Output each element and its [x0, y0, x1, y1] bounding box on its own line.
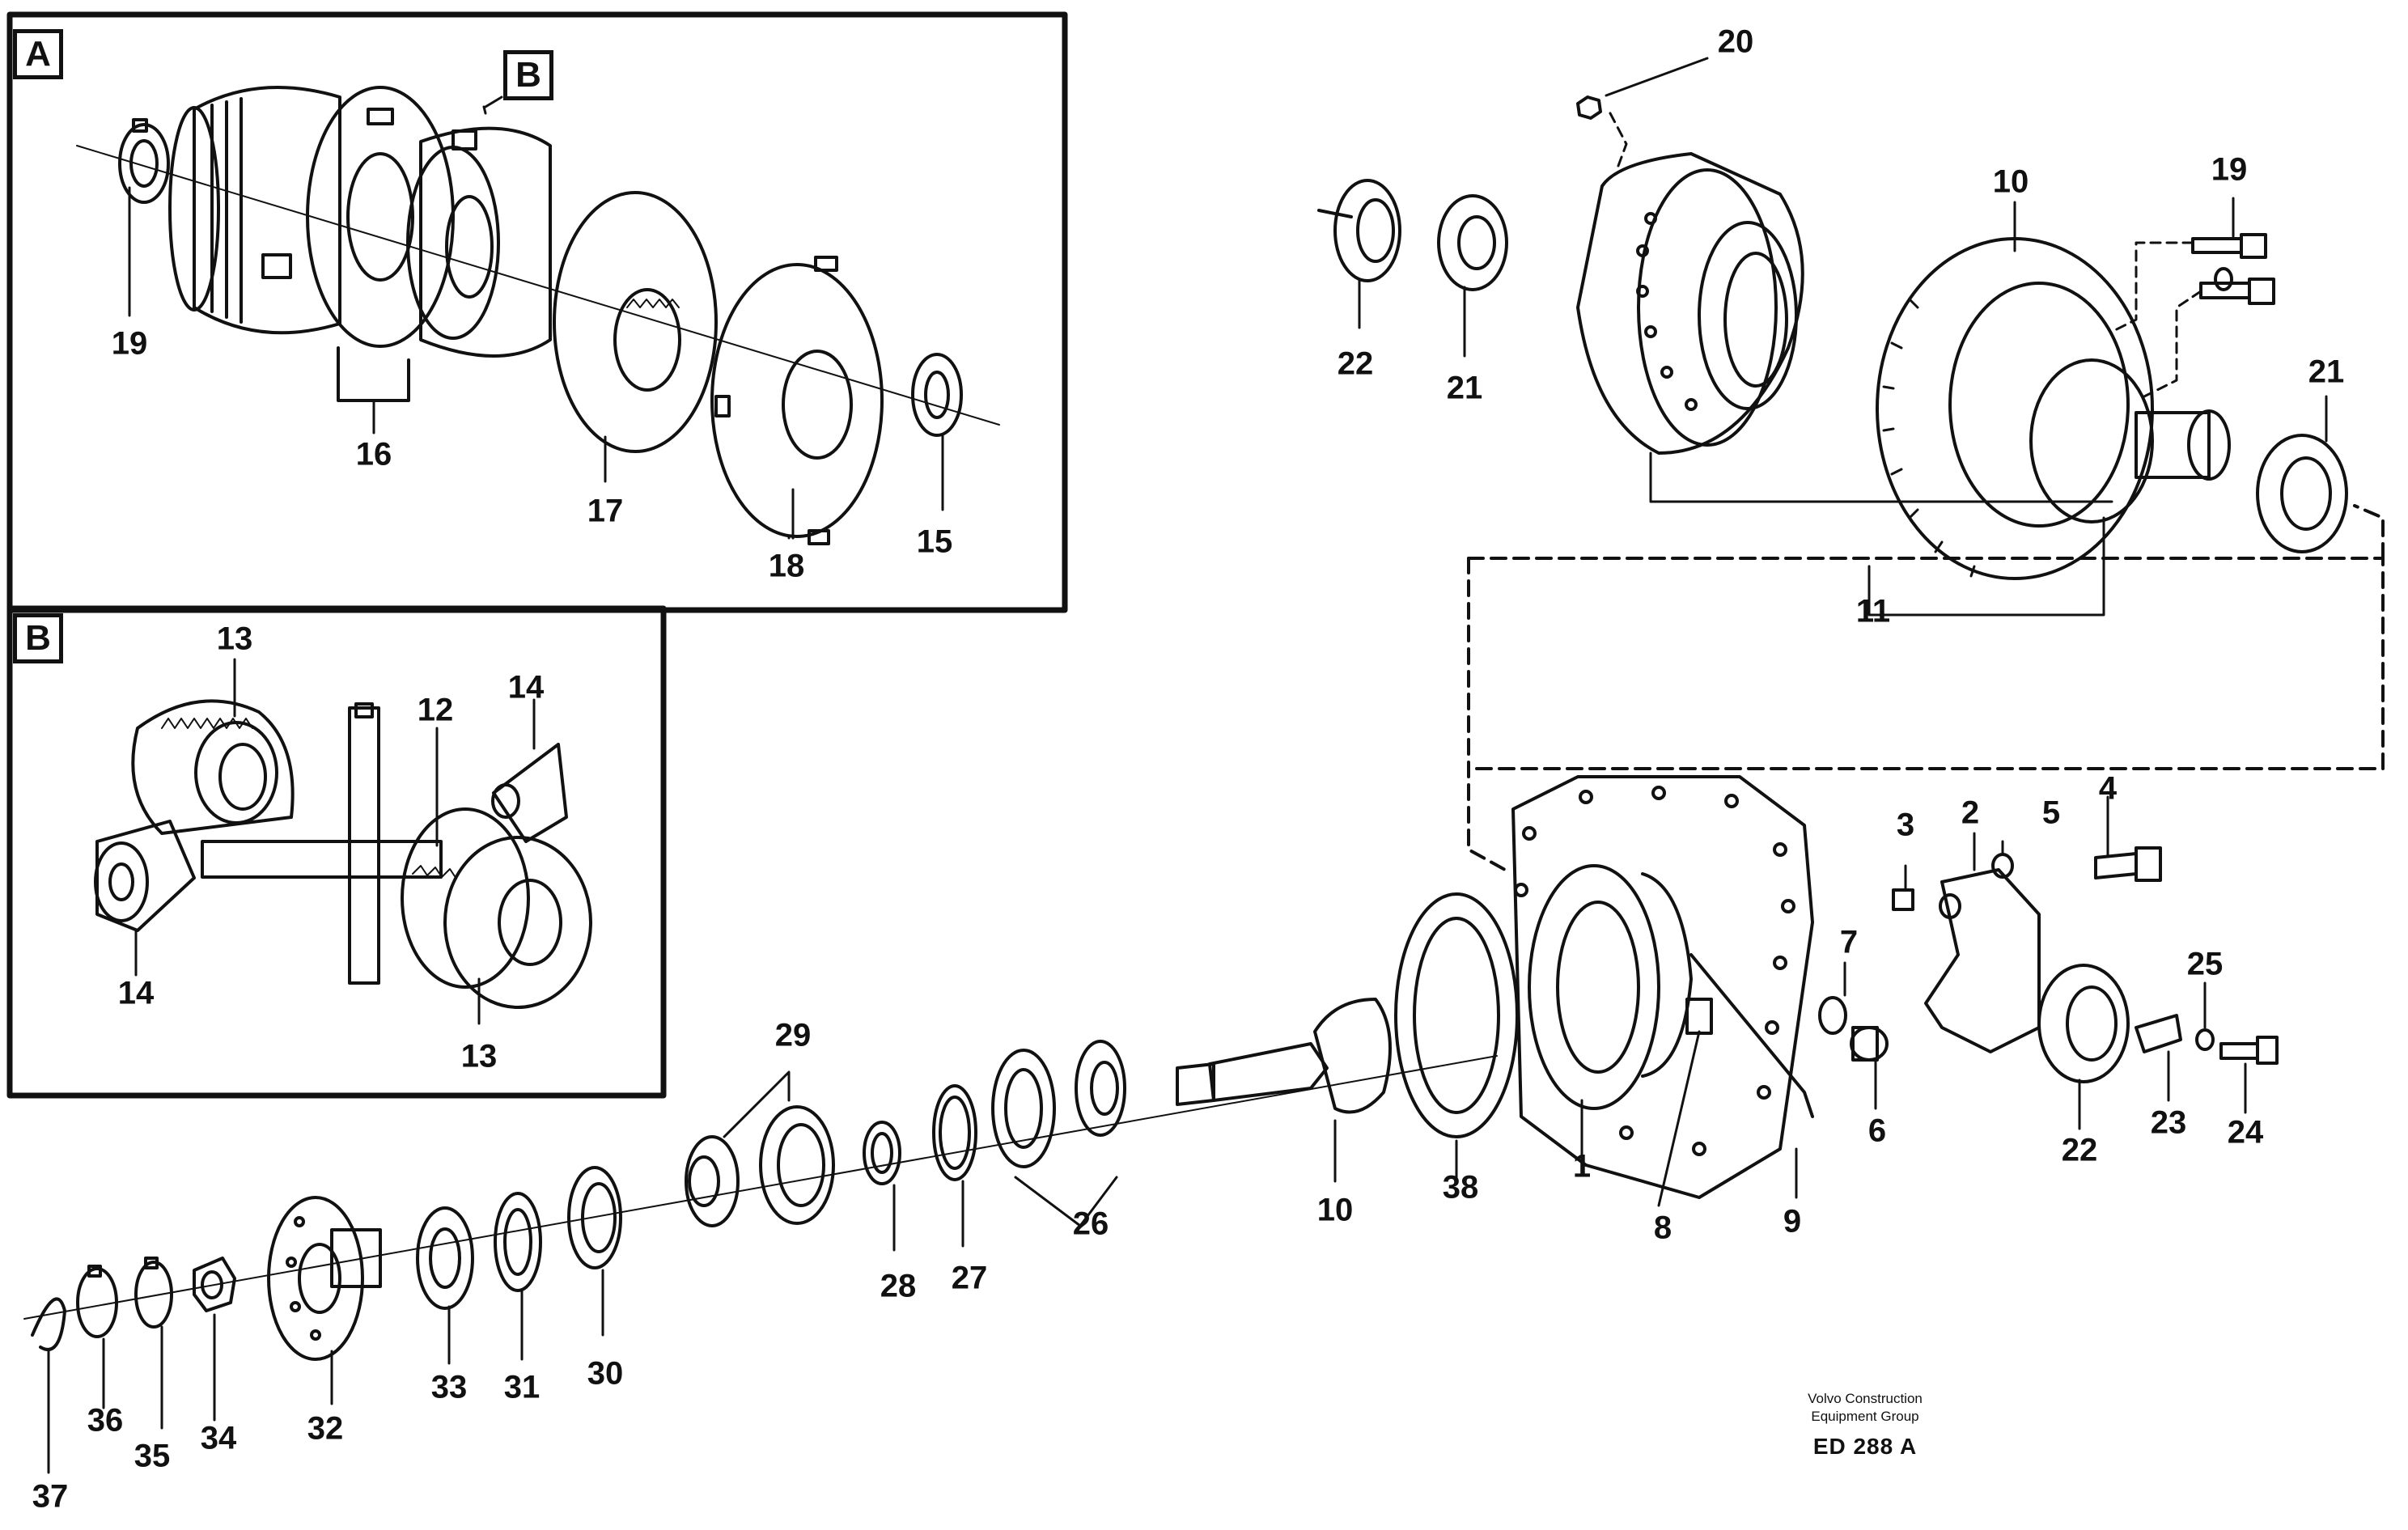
callout-7: 7: [1839, 924, 1859, 960]
callout-1: 1: [1572, 1148, 1592, 1185]
panel-a-frame: [6, 11, 1068, 613]
callout-21-b: 21: [2308, 354, 2345, 390]
panel-b-label: B: [13, 613, 63, 663]
callout-8: 8: [1653, 1210, 1672, 1246]
callout-36: 36: [87, 1402, 124, 1439]
callout-2: 2: [1961, 795, 1980, 831]
callout-31: 31: [503, 1369, 541, 1405]
callout-28: 28: [880, 1268, 917, 1304]
callout-19-a: 19: [111, 325, 148, 362]
callout-21-a: 21: [1446, 370, 1483, 406]
callout-38: 38: [1442, 1169, 1479, 1206]
callout-35: 35: [134, 1438, 171, 1474]
callout-3: 3: [1896, 807, 1915, 843]
housing-group: [1394, 775, 2279, 1207]
callout-19-b: 19: [2211, 151, 2248, 188]
credit-line-2: Equipment Group: [1811, 1409, 1919, 1424]
callout-22-b: 22: [2061, 1132, 2098, 1168]
callout-24: 24: [2227, 1114, 2264, 1151]
panel-a-drawing: [76, 86, 1000, 545]
callout-15: 15: [916, 523, 953, 560]
callout-32: 32: [307, 1410, 344, 1447]
callout-9: 9: [1783, 1203, 1802, 1240]
panel-a-inset-label: B: [503, 50, 553, 100]
callout-13-bottom: 13: [460, 1038, 498, 1074]
callout-20: 20: [1717, 23, 1754, 60]
callout-27: 27: [951, 1260, 988, 1296]
callout-10-ring: 10: [1992, 163, 2029, 200]
callout-5: 5: [2041, 795, 2061, 831]
callout-17: 17: [587, 493, 624, 529]
callout-34: 34: [200, 1420, 237, 1456]
callout-14-top: 14: [507, 669, 545, 706]
callout-12: 12: [417, 692, 454, 728]
callout-10-pinion: 10: [1316, 1192, 1354, 1228]
credit-line-1: Volvo Construction: [1808, 1391, 1923, 1406]
panel-b-frame: [6, 605, 667, 1099]
callout-22-a: 22: [1337, 345, 1374, 382]
pinion-stack: [23, 998, 1498, 1474]
callout-26: 26: [1072, 1206, 1109, 1242]
callout-13-top: 13: [216, 621, 253, 657]
callout-6: 6: [1867, 1113, 1887, 1149]
drawing-code: ED 288 A: [1812, 1434, 1918, 1459]
callout-4: 4: [2098, 770, 2118, 807]
callout-23: 23: [2150, 1104, 2187, 1141]
callout-11: 11: [1855, 593, 1891, 629]
callout-16: 16: [355, 436, 392, 473]
callout-25: 25: [2186, 946, 2224, 982]
publisher-credit: Volvo Construction Equipment Group ED 28…: [1776, 1390, 1954, 1460]
callout-29: 29: [774, 1017, 812, 1053]
callout-14-bottom: 14: [117, 975, 155, 1011]
callout-33: 33: [430, 1369, 468, 1405]
callout-30: 30: [587, 1355, 624, 1392]
callout-18: 18: [768, 548, 805, 584]
panel-a-label: A: [13, 29, 63, 79]
carrier-group: [1317, 57, 2385, 871]
callout-37: 37: [32, 1478, 69, 1515]
panel-b-drawing: [94, 658, 592, 1025]
